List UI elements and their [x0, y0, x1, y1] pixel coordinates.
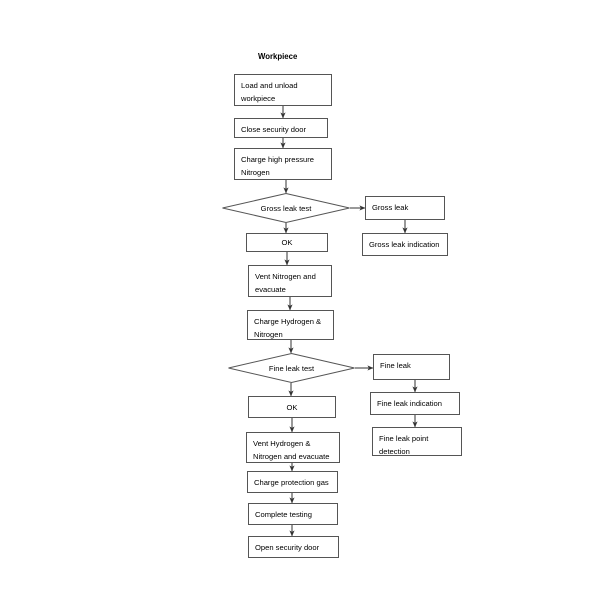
node-label: Fine leak point detection — [379, 434, 429, 456]
process-node-charge_h2_n2[interactable]: Charge Hydrogen & Nitrogen — [247, 310, 334, 340]
process-node-fine_leak_point[interactable]: Fine leak point detection — [372, 427, 462, 456]
node-label: Fine leak indication — [377, 399, 443, 408]
node-label: Vent Hydrogen & Nitrogen and evacuate — [253, 439, 330, 461]
node-label: Close security door — [241, 125, 306, 134]
node-label: OK — [286, 402, 298, 412]
process-node-charge_prot_gas[interactable]: Charge protection gas — [247, 471, 338, 493]
node-label: Charge protection gas — [254, 478, 329, 487]
process-node-complete_testing[interactable]: Complete testing — [248, 503, 338, 525]
node-label: Gross leak — [372, 203, 409, 212]
decision-node-fine_leak_test[interactable]: Fine leak test — [228, 352, 355, 384]
node-label: Vent Nitrogen and evacuate — [255, 272, 316, 294]
process-node-gross_leak_ind[interactable]: Gross leak indication — [362, 233, 448, 256]
diamond-shape — [222, 192, 350, 224]
diamond-outline — [222, 192, 350, 224]
process-node-gross_leak[interactable]: Gross leak — [365, 196, 445, 220]
node-label: Open security door — [255, 543, 320, 552]
node-label: Complete testing — [255, 510, 312, 519]
process-node-ok_1[interactable]: OK — [246, 233, 328, 252]
node-label: Gross leak indication — [369, 240, 440, 249]
node-label: Gross leak test — [260, 203, 312, 213]
diamond-outline — [228, 352, 355, 384]
node-label: Load and unload workpiece — [241, 81, 298, 103]
edge-group — [280, 106, 418, 537]
diamond-shape — [228, 352, 355, 384]
node-label: Fine leak test — [268, 363, 315, 373]
process-node-ok_2[interactable]: OK — [248, 396, 336, 418]
node-label: Charge high pressure Nitrogen — [241, 155, 315, 177]
process-node-close_door[interactable]: Close security door — [234, 118, 328, 138]
process-node-fine_leak[interactable]: Fine leak — [373, 354, 450, 380]
process-node-vent_h2_n2[interactable]: Vent Hydrogen & Nitrogen and evacuate — [246, 432, 340, 463]
decision-node-gross_leak_test[interactable]: Gross leak test — [222, 192, 350, 224]
process-node-load_unload[interactable]: Load and unload workpiece — [234, 74, 332, 106]
page-title: Workpiece — [258, 52, 298, 61]
process-node-charge_hp_nitrogen[interactable]: Charge high pressure Nitrogen — [234, 148, 332, 180]
node-label: Charge Hydrogen & Nitrogen — [254, 317, 322, 339]
process-node-open_door[interactable]: Open security door — [248, 536, 339, 558]
node-label: OK — [281, 238, 293, 247]
process-node-fine_leak_ind[interactable]: Fine leak indication — [370, 392, 460, 415]
node-label: Fine leak — [380, 361, 411, 370]
process-node-vent_nitrogen[interactable]: Vent Nitrogen and evacuate — [248, 265, 332, 297]
